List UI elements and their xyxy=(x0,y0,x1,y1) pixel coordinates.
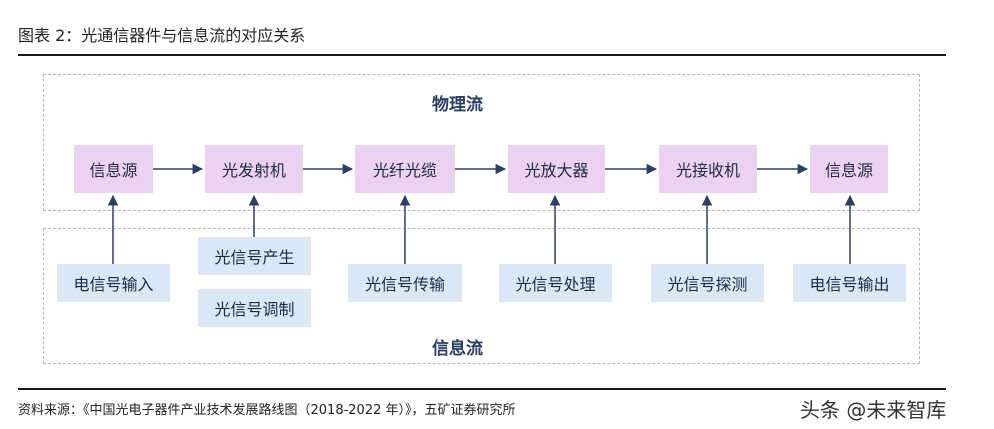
node-optical-signal-transmission: 光信号传输 xyxy=(348,264,462,302)
top-rule xyxy=(18,54,946,56)
node-information-source: 信息源 xyxy=(74,145,153,193)
node-optical-receiver: 光接收机 xyxy=(659,145,757,193)
node-optical-signal-processing: 光信号处理 xyxy=(499,264,612,302)
node-optical-signal-modulation: 光信号调制 xyxy=(198,289,311,327)
node-electrical-signal-output: 电信号输出 xyxy=(793,264,906,302)
info-flow-label: 信息流 xyxy=(432,339,483,359)
source-note: 资料来源：《中国光电子器件产业技术发展路线图（2018-2022 年）》，五矿证… xyxy=(18,403,516,418)
info-flow-zone xyxy=(43,228,920,364)
physical-flow-zone xyxy=(43,74,920,211)
bottom-rule xyxy=(18,388,946,390)
node-optical-fiber-cable: 光纤光缆 xyxy=(355,145,455,193)
node-information-destination: 信息源 xyxy=(810,145,888,193)
figure-title: 图表 2：光通信器件与信息流的对应关系 xyxy=(18,26,306,45)
physical-flow-label: 物理流 xyxy=(432,95,483,115)
watermark: 头条 @未来智库 xyxy=(800,398,947,422)
node-optical-transmitter: 光发射机 xyxy=(205,145,303,193)
node-optical-signal-generation: 光信号产生 xyxy=(198,237,311,275)
node-optical-signal-detection: 光信号探测 xyxy=(651,264,764,302)
node-electrical-signal-input: 电信号输入 xyxy=(57,264,170,302)
node-optical-amplifier: 光放大器 xyxy=(508,145,605,193)
